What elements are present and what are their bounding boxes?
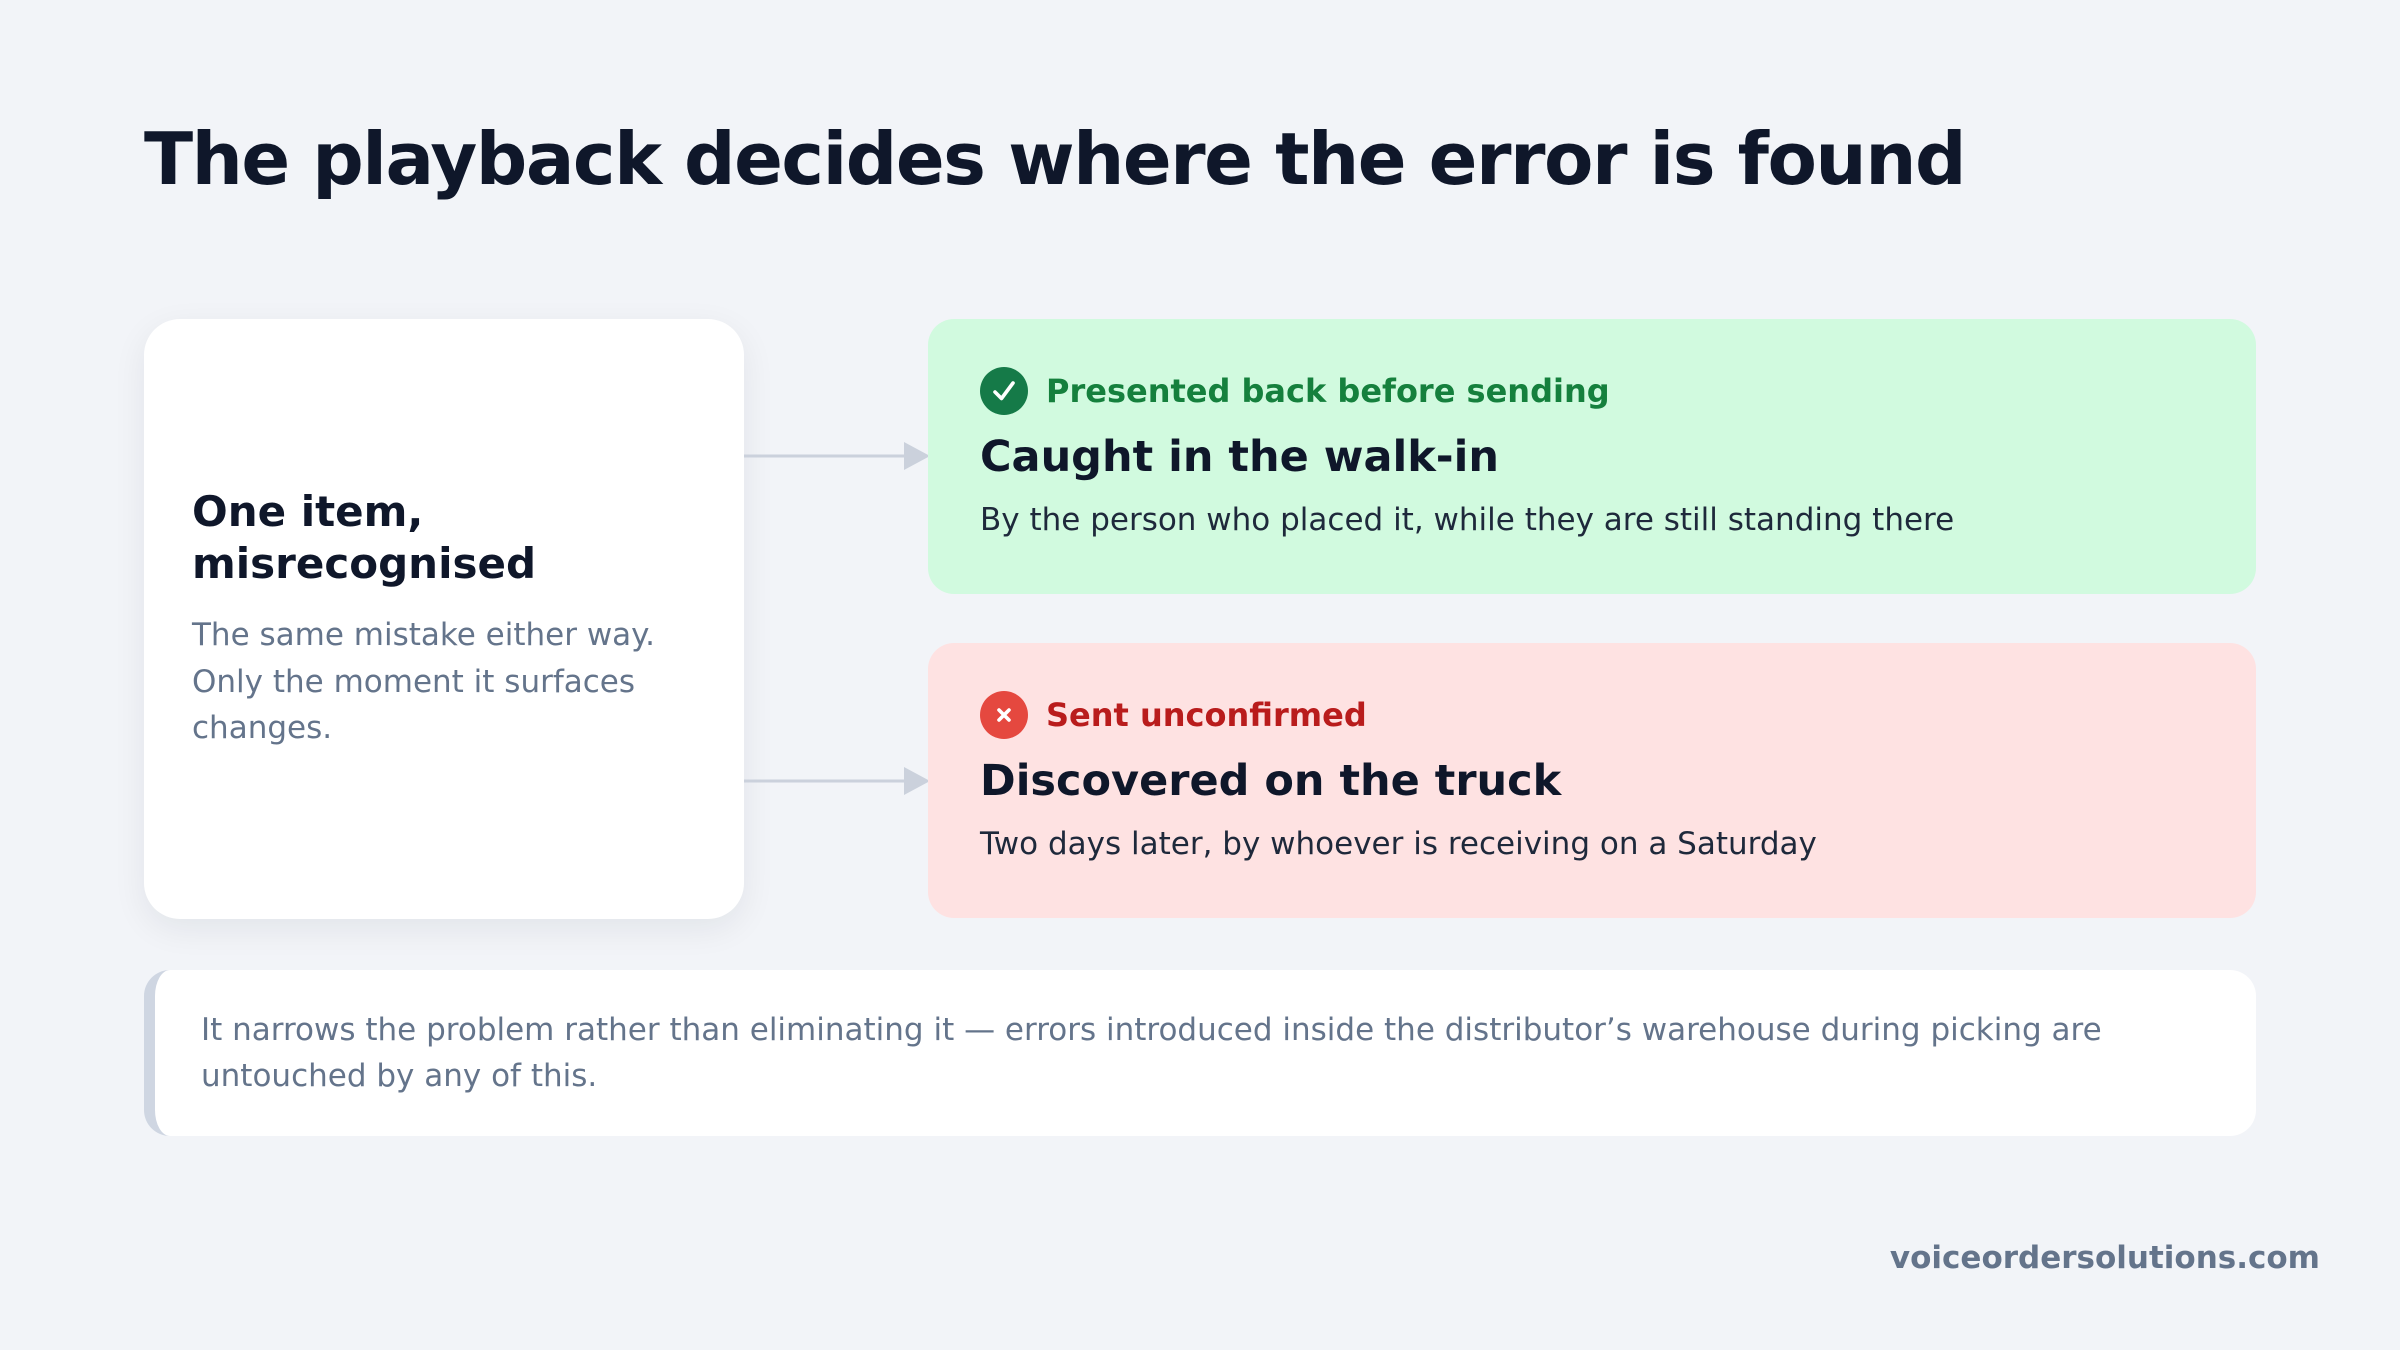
- outcome-card-caught: Presented back before sending Caught in …: [928, 319, 2256, 594]
- outcome-tag-label: Sent unconfirmed: [1046, 696, 1367, 734]
- outcome-card-discovered: Sent unconfirmed Discovered on the truck…: [928, 643, 2256, 918]
- arrow-to-discovered: [744, 767, 930, 795]
- outcome-title: Caught in the walk-in: [980, 432, 1500, 482]
- x-icon: [980, 691, 1028, 739]
- note-text: It narrows the problem rather than elimi…: [201, 1011, 2102, 1095]
- outcome-title: Discovered on the truck: [980, 756, 1562, 806]
- outcome-tag: Presented back before sending: [980, 367, 2204, 415]
- source-description: The same mistake either way. Only the mo…: [192, 617, 655, 747]
- note-callout: It narrows the problem rather than elimi…: [144, 970, 2256, 1136]
- outcome-description: Two days later, by whoever is receiving …: [980, 825, 1817, 862]
- outcome-tag: Sent unconfirmed: [980, 691, 2204, 739]
- page-title: The playback decides where the error is …: [144, 117, 1967, 201]
- arrow-to-caught: [744, 442, 930, 470]
- outcome-tag-label: Presented back before sending: [1046, 372, 1610, 410]
- footer-domain: voiceordersolutions.com: [1889, 1240, 2320, 1276]
- outcome-description: By the person who placed it, while they …: [980, 501, 1955, 538]
- check-icon: [980, 367, 1028, 415]
- source-title: One item, misrecognised: [192, 487, 537, 589]
- source-card: One item, misrecognised The same mistake…: [144, 319, 744, 919]
